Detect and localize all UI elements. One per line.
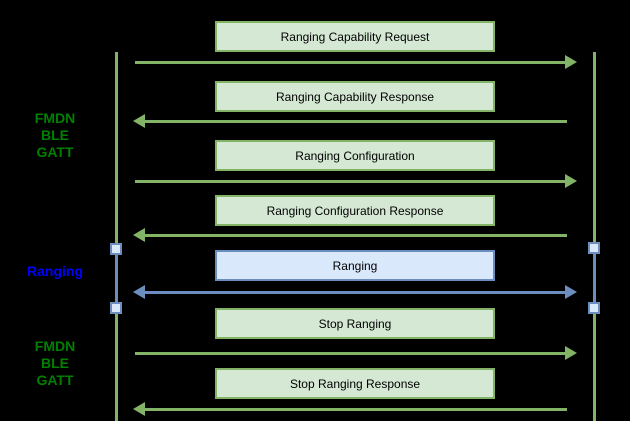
arrowhead-right-icon <box>565 174 577 188</box>
arrow-shaft <box>135 351 566 355</box>
ranging-session-segment-left <box>115 249 118 308</box>
activation-marker <box>110 302 122 314</box>
activation-marker <box>588 302 600 314</box>
arrowhead-left-icon <box>133 228 145 242</box>
phase-label-line: GATT <box>36 144 74 160</box>
message-box-stop-ranging-response: Stop Ranging Response <box>215 368 495 399</box>
message-box-ranging-capability-request: Ranging Capability Request <box>215 21 495 52</box>
phase-label-line: BLE <box>41 355 69 371</box>
arrow-shaft <box>144 407 567 411</box>
phase-label-line: FMDN <box>34 338 76 354</box>
phase-label-fmdn-ble-gatt-bottom: FMDN BLE GATT <box>15 338 95 389</box>
phase-label-line: BLE <box>41 127 69 143</box>
arrowhead-right-icon <box>565 285 577 299</box>
arrow-shaft <box>135 179 566 183</box>
arrowhead-left-icon <box>133 285 145 299</box>
arrow-shaft <box>135 60 566 64</box>
message-box-ranging-configuration: Ranging Configuration <box>215 140 495 171</box>
arrowhead-left-icon <box>133 402 145 416</box>
arrow-shaft <box>144 119 567 123</box>
message-arrow-stop-ranging-response <box>133 402 567 416</box>
message-arrow-ranging <box>133 285 577 299</box>
phase-label-ranging: Ranging <box>15 263 95 280</box>
activation-marker <box>110 243 122 255</box>
message-arrow-ranging-configuration-response <box>133 228 567 242</box>
lifeline-left <box>115 52 118 421</box>
ranging-session-segment-right <box>593 249 596 308</box>
arrowhead-left-icon <box>133 114 145 128</box>
message-box-stop-ranging: Stop Ranging <box>215 308 495 339</box>
activation-marker <box>588 242 600 254</box>
message-arrow-ranging-configuration <box>135 174 577 188</box>
lifeline-right <box>593 52 596 421</box>
phase-label-line: Ranging <box>27 263 83 279</box>
arrow-shaft <box>144 290 566 294</box>
message-arrow-stop-ranging <box>135 346 577 360</box>
arrowhead-right-icon <box>565 346 577 360</box>
phase-label-line: GATT <box>36 372 74 388</box>
message-box-ranging: Ranging <box>215 250 495 281</box>
message-box-ranging-capability-response: Ranging Capability Response <box>215 81 495 112</box>
message-box-ranging-configuration-response: Ranging Configuration Response <box>215 195 495 226</box>
phase-label-line: FMDN <box>34 110 76 126</box>
phase-label-fmdn-ble-gatt-top: FMDN BLE GATT <box>15 110 95 161</box>
arrow-shaft <box>144 233 567 237</box>
message-arrow-ranging-capability-request <box>135 55 577 69</box>
message-arrow-ranging-capability-response <box>133 114 567 128</box>
arrowhead-right-icon <box>565 55 577 69</box>
